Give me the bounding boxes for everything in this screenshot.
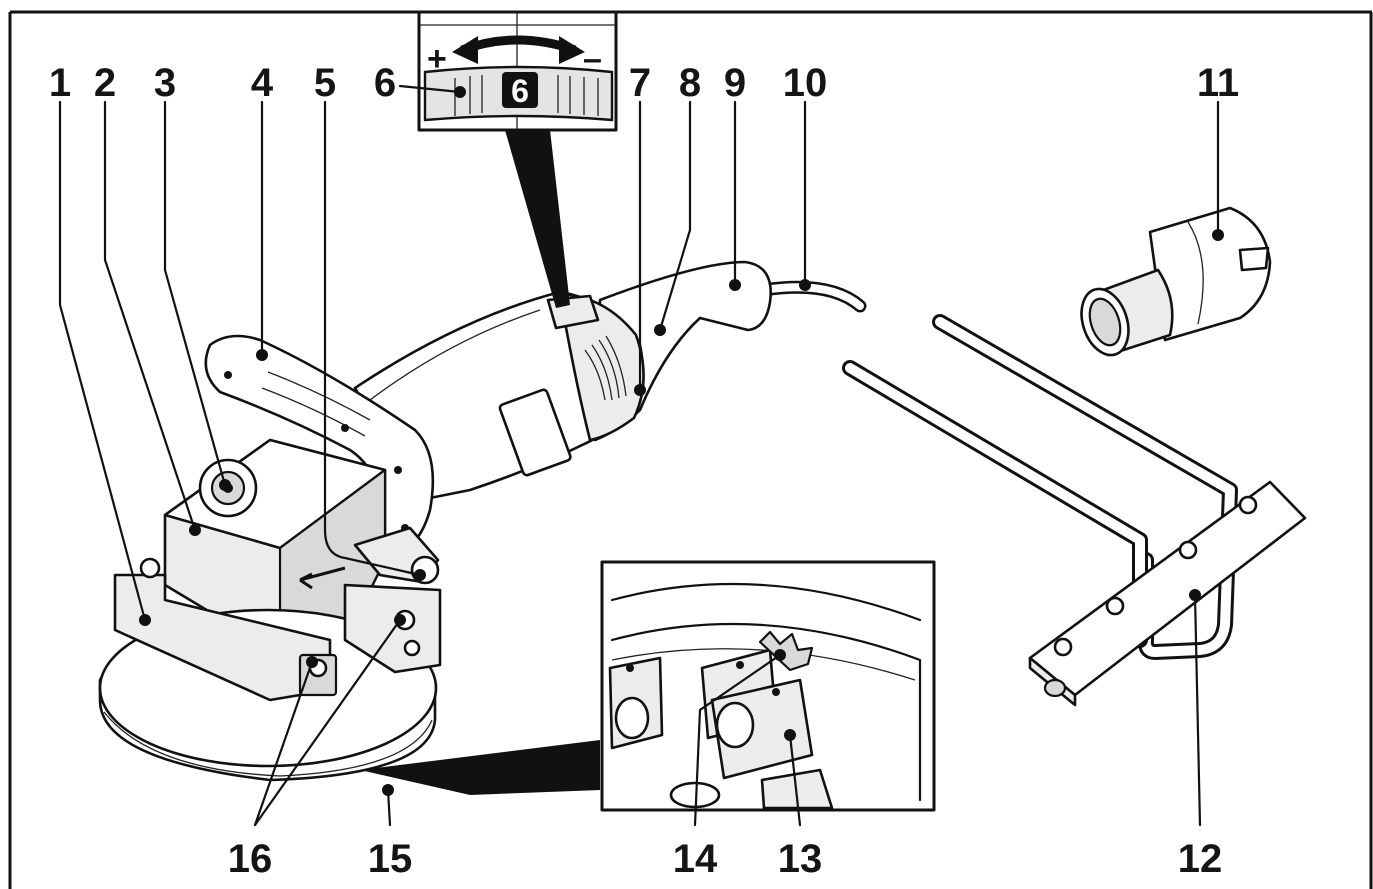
speed-dial-inset: + – 6: [417, 10, 618, 308]
adapter-sleeve: [1080, 206, 1272, 357]
detail-inset: [360, 560, 936, 812]
dial-plus-label: +: [427, 40, 447, 78]
callout-14: 14: [673, 837, 718, 881]
callout-2: 2: [94, 61, 116, 105]
callout-15: 15: [368, 837, 413, 881]
guide-rail: [842, 314, 1307, 707]
callout-13: 13: [778, 837, 823, 881]
callout-7: 7: [629, 61, 651, 105]
dial-minus-label: –: [583, 40, 602, 78]
callout-4: 4: [251, 61, 274, 105]
callout-11: 11: [1197, 61, 1239, 105]
figure-frame: [8, 10, 1373, 889]
callout-9: 9: [724, 61, 746, 105]
callout-dots: [139, 86, 1224, 796]
leader-lines: [58, 84, 1220, 827]
callout-labels: 1 2 3 4 5 6 7 8 9 10 11 12 13 14 15 16: [49, 61, 1239, 881]
dial-value-label: 6: [511, 73, 529, 109]
callout-16: 16: [228, 837, 273, 881]
callout-8: 8: [679, 61, 701, 105]
callout-10: 10: [783, 61, 828, 105]
power-cable: [756, 280, 867, 313]
callout-12: 12: [1178, 837, 1223, 881]
callout-5: 5: [314, 61, 336, 105]
callout-6: 6: [374, 61, 396, 105]
callout-3: 3: [154, 61, 176, 105]
dust-hood: [98, 557, 442, 782]
callout-1: 1: [49, 61, 71, 105]
